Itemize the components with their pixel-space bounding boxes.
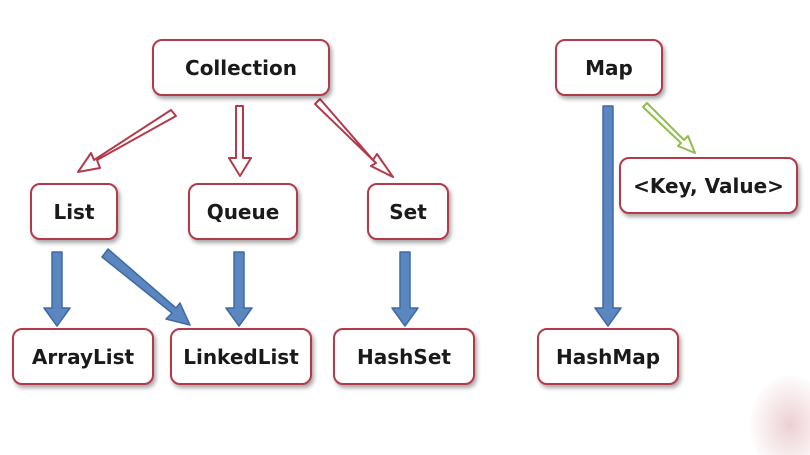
node-hashset-label: HashSet <box>357 344 451 369</box>
arrow-list-to-arraylist <box>43 251 71 327</box>
arrow-map-to-hashmap <box>594 105 622 327</box>
node-map-label: Map <box>585 55 633 80</box>
node-key-value: <Key, Value> <box>619 157 798 214</box>
node-hashmap-label: HashMap <box>555 344 661 369</box>
node-arraylist: ArrayList <box>12 328 154 385</box>
node-collection: Collection <box>152 39 330 96</box>
node-key-value-label: <Key, Value> <box>633 173 784 198</box>
arrow-queue-to-linkedlist <box>225 251 253 327</box>
arrow-collection-to-set <box>314 98 394 178</box>
node-linkedlist: LinkedList <box>170 328 312 385</box>
arrow-list-to-linkedlist <box>101 248 191 326</box>
node-map: Map <box>555 39 663 96</box>
node-set-label: Set <box>389 199 427 224</box>
arrow-collection-to-list <box>77 109 177 173</box>
node-linkedlist-label: LinkedList <box>183 344 299 369</box>
arrow-collection-to-queue <box>228 105 252 177</box>
node-arraylist-label: ArrayList <box>31 344 135 369</box>
arrow-map-to-keyvalue <box>642 102 696 154</box>
node-hashset: HashSet <box>333 328 475 385</box>
node-set: Set <box>367 183 449 240</box>
node-list: List <box>30 183 118 240</box>
node-queue: Queue <box>188 183 298 240</box>
node-list-label: List <box>53 199 95 224</box>
arrow-set-to-hashset <box>391 251 419 327</box>
node-hashmap: HashMap <box>537 328 679 385</box>
node-collection-label: Collection <box>185 55 297 80</box>
node-queue-label: Queue <box>206 199 280 224</box>
